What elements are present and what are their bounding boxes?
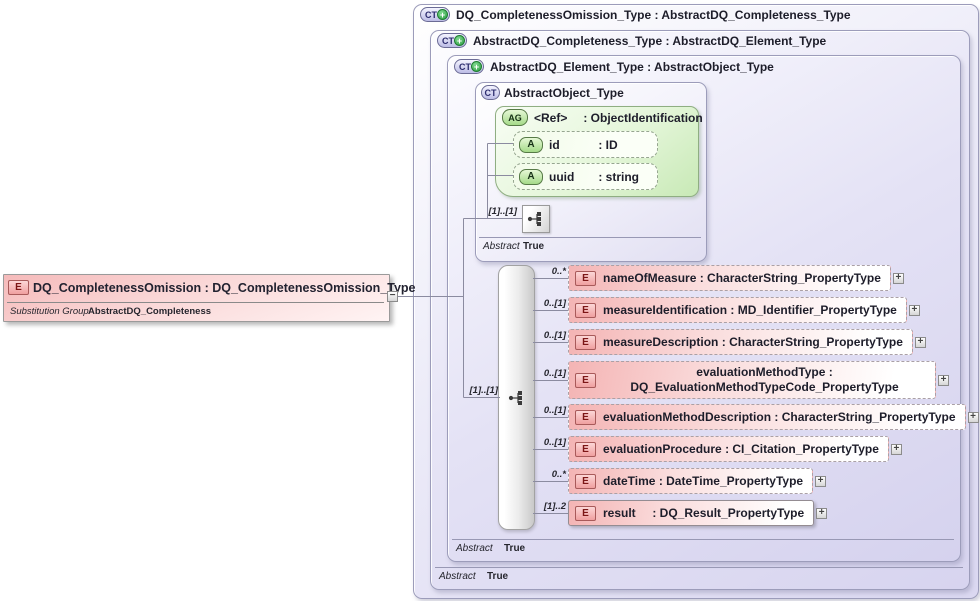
ct-icon-label: CT xyxy=(425,9,437,20)
element-row-measureIdentification[interactable]: E measureIdentification : MD_Identifier_… xyxy=(568,297,920,323)
attribute-group-icon: AG xyxy=(502,109,528,126)
element-type: : CharacterString_PropertyType xyxy=(721,335,903,349)
element-name: nameOfMeasure xyxy=(603,271,697,285)
attribute-icon: A xyxy=(519,168,543,185)
ct-icon-label: CT xyxy=(442,35,454,46)
element-icon: E xyxy=(575,302,596,318)
attribute-row-uuid[interactable]: A uuid : string xyxy=(513,163,658,190)
element-type: : MD_Identifier_PropertyType xyxy=(730,303,897,317)
element-type: : CharacterString_PropertyType xyxy=(774,410,956,424)
type-title-inner: AbstractDQ_Element_Type : AbstractObject… xyxy=(490,60,774,74)
expand-toggle[interactable]: + xyxy=(914,336,926,348)
attribute-type: : ID xyxy=(598,137,618,152)
expand-toggle[interactable]: + xyxy=(816,507,828,519)
cardinality-label-object-sequence: [1]..[1] xyxy=(488,206,518,217)
element-icon: E xyxy=(575,270,596,286)
sequence-bar xyxy=(498,265,535,530)
element-type: : CharacterString_PropertyType xyxy=(699,271,881,285)
type-title-middle: AbstractDQ_Completeness_Type : AbstractD… xyxy=(473,34,827,48)
element-name: result xyxy=(603,506,636,520)
abstract-divider xyxy=(452,539,954,540)
element-type: : DQ_EvaluationMethodTypeCode_PropertyTy… xyxy=(630,365,899,394)
element-icon: E xyxy=(575,505,596,521)
expand-toggle[interactable]: + xyxy=(890,443,902,455)
cardinality-label: 0..[1] xyxy=(543,368,566,379)
element-icon: E xyxy=(575,441,596,457)
type-title-outer: DQ_CompletenessOmission_Type : AbstractD… xyxy=(456,8,851,22)
element-row-dateTime[interactable]: E dateTime : DateTime_PropertyType + xyxy=(568,468,827,494)
element-icon: E xyxy=(8,280,29,295)
complex-type-icon[interactable]: CT + xyxy=(420,7,450,22)
element-icon: E xyxy=(575,334,596,350)
plus-circle-icon: + xyxy=(454,35,465,46)
abstract-value: True xyxy=(523,241,545,252)
abstract-divider xyxy=(435,567,963,568)
substitution-group-value: AbstractDQ_Completeness xyxy=(88,306,212,317)
complex-type-icon[interactable]: CT + xyxy=(437,33,467,48)
attribute-name: id xyxy=(549,137,560,152)
cardinality-label-main-sequence: [1]..[1] xyxy=(469,385,499,396)
element-name: evaluationProcedure xyxy=(603,442,722,456)
collapse-toggle[interactable]: − xyxy=(387,291,398,302)
sequence-icon xyxy=(508,390,522,405)
substitution-group-label: Substitution Group xyxy=(10,306,89,317)
element-row-measureDescription[interactable]: E measureDescription : CharacterString_P… xyxy=(568,329,926,355)
expand-toggle[interactable]: + xyxy=(967,411,979,423)
element-row-evaluationMethodType[interactable]: E evaluationMethodType : DQ_EvaluationMe… xyxy=(568,361,949,399)
attribute-type: : string xyxy=(598,169,640,184)
title-divider xyxy=(7,302,384,303)
expand-toggle[interactable]: + xyxy=(908,304,920,316)
cardinality-label: 0..* xyxy=(551,266,566,277)
element-row-nameOfMeasure[interactable]: E nameOfMeasure : CharacterString_Proper… xyxy=(568,265,904,291)
cardinality-label: 0..[1] xyxy=(543,405,566,416)
sequence-icon xyxy=(527,212,541,226)
complex-type-icon[interactable]: CT xyxy=(481,85,500,100)
plus-circle-icon: + xyxy=(471,61,482,72)
type-title-object: AbstractObject_Type xyxy=(504,86,624,100)
element-name: measureDescription xyxy=(603,335,719,349)
attribute-group-name: <Ref> xyxy=(534,110,568,125)
cardinality-label: 0..[1] xyxy=(543,298,566,309)
ct-icon-label: CT xyxy=(459,61,471,72)
complex-type-icon[interactable]: CT + xyxy=(454,59,484,74)
element-icon: E xyxy=(575,409,596,425)
expand-toggle[interactable]: + xyxy=(938,374,949,386)
attribute-group-type: : ObjectIdentification xyxy=(583,110,703,125)
element-icon: E xyxy=(575,372,596,388)
cardinality-label: [1]..2 xyxy=(543,501,566,512)
element-type: : CI_Citation_PropertyType xyxy=(725,442,879,456)
element-name: evaluationMethodType xyxy=(696,365,826,379)
abstract-label: Abstract xyxy=(439,571,476,582)
attribute-row-id[interactable]: A id : ID xyxy=(513,131,658,158)
object-sequence-box xyxy=(522,205,550,233)
ct-icon-label: CT xyxy=(484,87,497,98)
expand-toggle[interactable]: + xyxy=(892,272,904,284)
cardinality-label: 0..* xyxy=(551,469,566,480)
expand-toggle[interactable]: + xyxy=(815,475,827,487)
element-row-evaluationProcedure[interactable]: E evaluationProcedure : CI_Citation_Prop… xyxy=(568,436,902,462)
attribute-icon: A xyxy=(519,136,543,153)
element-name: measureIdentification xyxy=(603,303,728,317)
source-element-title: DQ_CompletenessOmission : DQ_Completenes… xyxy=(33,281,416,295)
attribute-group-row: AG <Ref> : ObjectIdentification xyxy=(502,109,703,126)
element-type: : DQ_Result_PropertyType xyxy=(652,506,805,520)
abstract-value: True xyxy=(487,571,509,582)
plus-circle-icon: + xyxy=(437,9,448,20)
element-name: dateTime xyxy=(603,474,656,488)
abstract-divider xyxy=(479,237,701,238)
abstract-label: Abstract xyxy=(456,543,493,554)
abstract-value: True xyxy=(504,543,526,554)
element-box-dq-completeness-omission[interactable] xyxy=(3,274,390,322)
element-name: evaluationMethodDescription xyxy=(603,410,772,424)
element-row-result[interactable]: E result : DQ_Result_PropertyType + xyxy=(568,500,828,526)
element-row-evaluationMethodDescription[interactable]: E evaluationMethodDescription : Characte… xyxy=(568,404,979,430)
element-type: : DateTime_PropertyType xyxy=(658,474,804,488)
abstract-label: Abstract xyxy=(483,241,520,252)
element-icon: E xyxy=(575,473,596,489)
cardinality-label: 0..[1] xyxy=(543,437,566,448)
attribute-name: uuid xyxy=(549,169,575,184)
cardinality-label: 0..[1] xyxy=(543,330,566,341)
